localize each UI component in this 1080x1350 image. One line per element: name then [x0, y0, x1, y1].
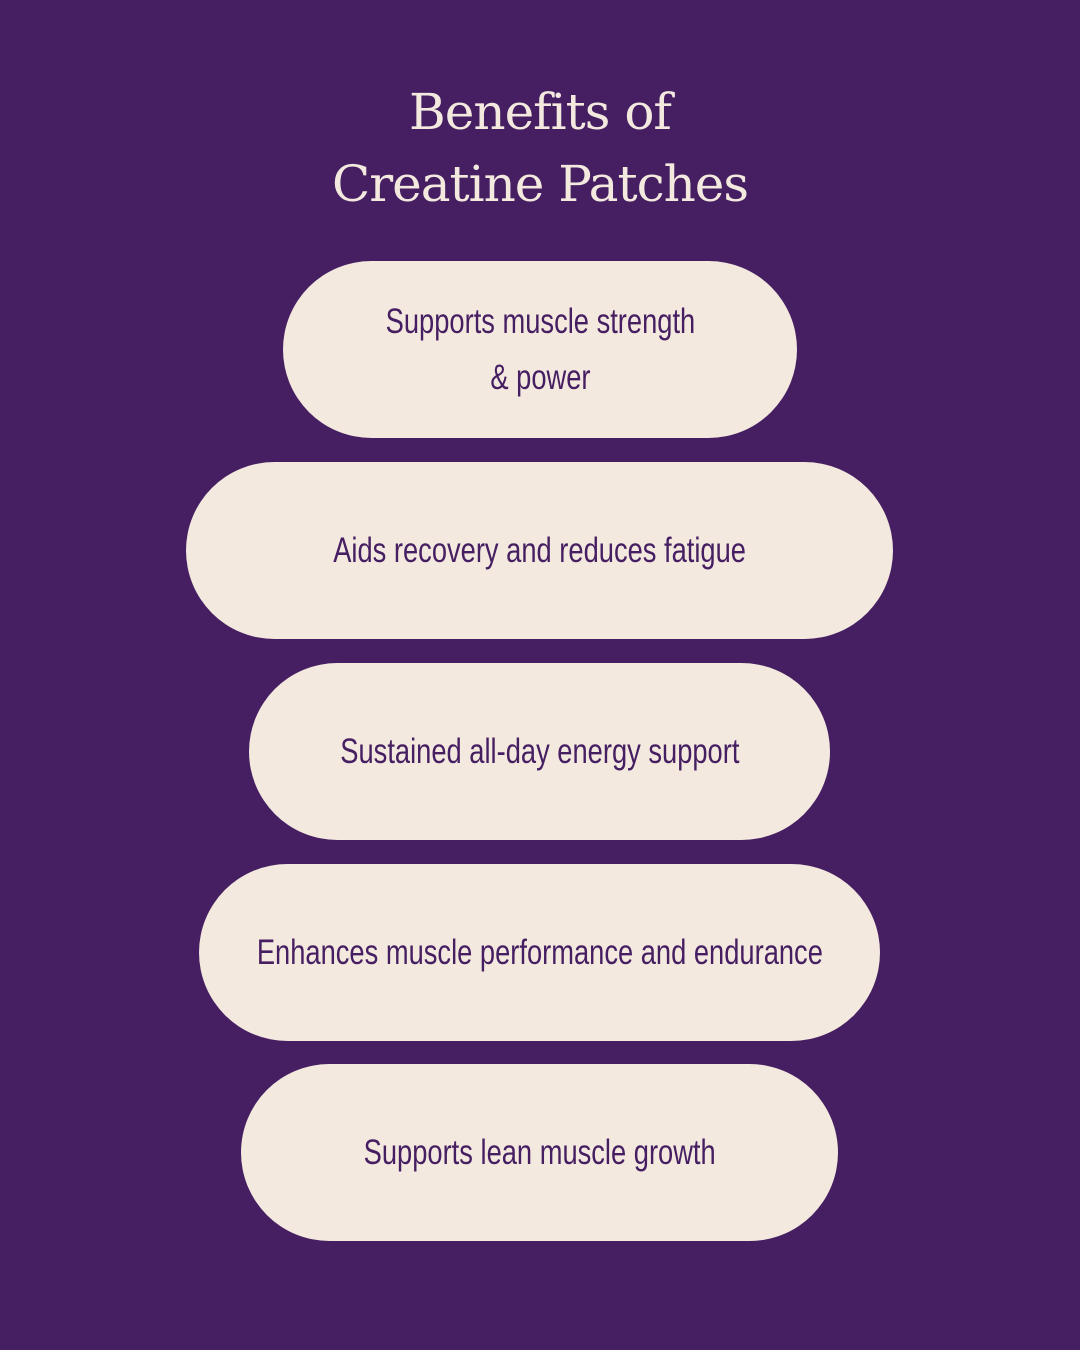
benefit-text: Aids recovery and reduces fatigue	[333, 530, 746, 570]
benefit-text-line-1: Supports muscle strength	[385, 301, 695, 341]
benefit-pill-energy: Sustained all-day energy support	[249, 663, 830, 840]
title-line-2: Creatine Patches	[331, 155, 749, 213]
benefit-text: Supports lean muscle growth	[363, 1132, 716, 1172]
title-line-1: Benefits of	[409, 83, 672, 141]
page-title: Benefits of Creatine Patches	[0, 76, 1080, 220]
benefit-pill-lean-muscle: Supports lean muscle growth	[241, 1064, 838, 1241]
benefit-text: Sustained all-day energy support	[339, 731, 740, 771]
benefit-pill-recovery: Aids recovery and reduces fatigue	[186, 462, 893, 639]
benefit-text-line-2: & power	[489, 357, 591, 397]
benefit-pill-strength: Supports muscle strength & power	[283, 261, 797, 438]
benefit-text: Supports muscle strength & power	[385, 294, 695, 406]
benefit-text: Enhances muscle performance and enduranc…	[256, 932, 823, 972]
benefit-pill-performance: Enhances muscle performance and enduranc…	[199, 864, 880, 1041]
